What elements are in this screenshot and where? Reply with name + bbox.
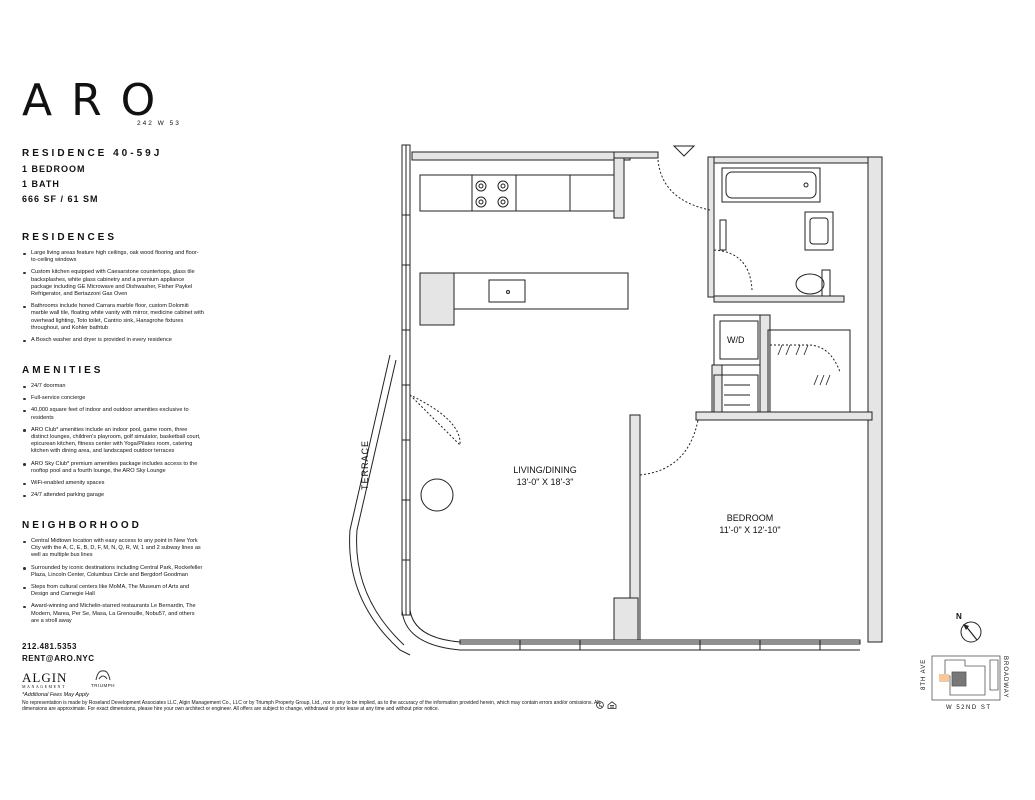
bath-north-wall [707, 156, 882, 164]
list-item: Award-winning and Michelin-starred resta… [22, 603, 204, 625]
phone-number[interactable]: 212.481.5353 [22, 642, 77, 651]
equal-housing-icon [607, 701, 617, 709]
fees-note: *Additional Fees May Apply [22, 692, 90, 698]
terrace-outline [349, 354, 411, 656]
column [613, 597, 639, 641]
bedroom-door-swing [639, 419, 699, 476]
window-mullions [402, 214, 821, 650]
round-table [420, 478, 454, 512]
floor-plan [349, 144, 883, 656]
brand-logo: ARO [22, 75, 175, 126]
algin-logo: ALGIN MANAGEMENT [22, 670, 68, 689]
residence-size: 666 SF / 61 SM [22, 194, 99, 204]
list-item: Surrounded by iconic destinations includ… [22, 565, 204, 579]
entry-door-swing [657, 159, 711, 211]
section-title: NEIGHBORHOOD [22, 520, 142, 531]
street-east-label: BROADWAY [1002, 656, 1008, 699]
bedroom-north-wall [695, 411, 873, 421]
entry-triangle-icon [672, 145, 696, 157]
bath-south-wall [713, 295, 845, 303]
residences-section: RESIDENCES Large living areas feature hi… [22, 232, 204, 349]
unit-highlight [939, 674, 949, 682]
toilet [795, 273, 825, 295]
north-arrow-icon [960, 621, 982, 643]
list-item: Custom kitchen equipped with Caesarstone… [22, 269, 204, 298]
section-title: RESIDENCES [22, 232, 118, 243]
residence-bedrooms: 1 BEDROOM [22, 164, 86, 174]
stove-icon [475, 180, 509, 208]
residence-baths: 1 BATH [22, 179, 60, 189]
list-item: Steps from cultural centers like MoMA, T… [22, 584, 204, 598]
algin-subtitle: MANAGEMENT [22, 684, 66, 689]
washer-dryer-label: W/D [727, 335, 745, 345]
east-wall [867, 156, 883, 643]
bedroom-name: BEDROOM [726, 513, 774, 523]
list-item: Central Midtown location with easy acces… [22, 538, 204, 560]
key-plan [931, 621, 1001, 701]
amenities-list: 24/7 doorman Full-service concierge 40,0… [22, 383, 204, 499]
contact-block: 212.481.5353 RENT@ARO.NYC [22, 641, 94, 665]
living-room-dims: 13'-0" X 18'-3" [516, 477, 574, 487]
living-room-name: LIVING/DINING [513, 465, 577, 475]
terrace-door-swing [409, 394, 461, 447]
list-item: 24/7 doorman [22, 383, 204, 390]
residences-list: Large living areas feature high ceilings… [22, 250, 204, 344]
bath-door-swing [713, 249, 753, 291]
bedroom-dims: 11'-0" X 12'-10" [719, 525, 781, 535]
list-item: 24/7 attended parking garage [22, 492, 204, 499]
list-item: 40,000 square feet of indoor and outdoor… [22, 407, 204, 421]
bedroom-label: BEDROOM 11'-0" X 12'-10" [695, 512, 805, 536]
email-link[interactable]: RENT@ARO.NYC [22, 654, 95, 663]
list-item: Full-service concierge [22, 395, 204, 402]
accessibility-icon [596, 701, 604, 709]
list-item: ARO Club* amenities include an indoor po… [22, 427, 204, 456]
compliance-icons [596, 701, 618, 711]
disclaimer-text: No representation is made by Roseland De… [22, 700, 600, 713]
triumph-logo-icon [95, 670, 111, 681]
street-west-label: 8TH AVE [921, 658, 927, 690]
street-south-label: W 52ND ST [946, 705, 992, 711]
neighborhood-section: NEIGHBORHOOD Central Midtown location wi… [22, 520, 204, 630]
site-plan [931, 655, 1001, 701]
section-title: AMENITIES [22, 365, 104, 376]
living-room-label: LIVING/DINING 13'-0" X 18'-3" [495, 464, 595, 488]
amenities-section: AMENITIES 24/7 doorman Full-service conc… [22, 365, 204, 504]
list-item: Large living areas feature high ceilings… [22, 250, 204, 264]
bath-west-wall [707, 156, 715, 298]
brand-address: 242 W 53 [137, 120, 181, 127]
south-wall [459, 639, 861, 645]
bath-shelf [719, 219, 727, 251]
list-item: WiFi-enabled amenity spaces [22, 480, 204, 487]
list-item: Bathrooms include honed Carrara marble f… [22, 303, 204, 332]
list-item: A Bosch washer and dryer is provided in … [22, 337, 204, 344]
kitchen-pier [613, 157, 625, 219]
bathtub [721, 167, 821, 203]
curved-window [401, 609, 860, 651]
north-wall [411, 151, 631, 161]
north-label: N [956, 612, 962, 621]
triumph-logo: TRIUMPH [80, 668, 126, 688]
list-item: ARO Sky Club* premium amenities package … [22, 461, 204, 475]
algin-wordmark: ALGIN [22, 670, 68, 685]
island-sink [488, 279, 526, 303]
residence-title: RESIDENCE 40-59J [22, 148, 163, 159]
neighborhood-list: Central Midtown location with easy acces… [22, 538, 204, 625]
triumph-wordmark: TRIUMPH [91, 683, 115, 688]
island-cabinet [419, 272, 455, 326]
kitchen-counter [419, 174, 615, 212]
terrace-label: TERRACE [360, 439, 370, 490]
vanity [804, 211, 834, 251]
north-wall-right [613, 151, 659, 159]
residence-header: RESIDENCE 40-59J 1 BEDROOM 1 BATH 666 SF… [22, 148, 242, 209]
bedroom-closet [767, 329, 851, 416]
